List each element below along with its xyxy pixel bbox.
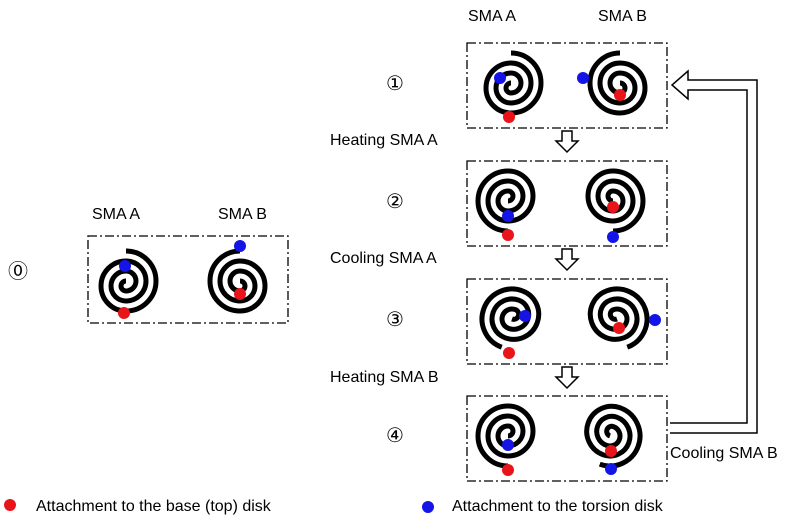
torsion-attachment-dot — [502, 210, 514, 222]
torsion-attachment-dot — [519, 310, 531, 322]
legend-torsion-label: Attachment to the torsion disk — [452, 498, 664, 515]
base-attachment-dot — [607, 201, 619, 213]
base-attachment-dot — [118, 307, 130, 319]
torsion-attachment-dot — [119, 260, 131, 272]
base-attachment-dot — [502, 229, 514, 241]
feedback-arrow-icon — [670, 69, 758, 434]
base-attachment-dot — [503, 111, 515, 123]
stage-4-frame — [466, 395, 668, 482]
spiral-spring-icon — [479, 286, 542, 350]
spiral-spring-icon — [584, 403, 643, 469]
hollow-arrow-icon — [554, 366, 580, 390]
torsion-attachment-dot — [605, 463, 617, 475]
torsion-attachment-dot — [502, 439, 514, 451]
spiral-spring-icon — [587, 50, 648, 116]
spiral-spring-icon — [585, 168, 646, 234]
stage-1-label: ① — [386, 71, 404, 95]
base-attachment-dot — [605, 445, 617, 457]
feedback-arrow-guide — [670, 76, 752, 428]
initial-sma-b-label: SMA B — [218, 206, 267, 223]
torsion-attachment-dot — [577, 72, 589, 84]
torsion-attachment-dot — [234, 240, 246, 252]
feedback-cooling-b-label: Cooling SMA B — [670, 445, 778, 462]
initial-sma-a-label: SMA A — [92, 206, 140, 223]
spiral-spring-icon — [475, 403, 536, 469]
spiral-spring-icon — [587, 286, 650, 350]
base-attachment-dot — [502, 464, 514, 476]
stage-2-frame — [466, 160, 668, 247]
transition-heating-b-label: Heating SMA B — [330, 369, 439, 386]
base-attachment-dot — [613, 322, 625, 334]
stage-1-frame — [466, 42, 668, 129]
base-attachment-dot — [234, 288, 246, 300]
legend-base-dot — [4, 499, 16, 511]
stage-3-frame — [466, 278, 668, 365]
attachment-dots — [118, 72, 661, 476]
torsion-attachment-dot — [649, 314, 661, 326]
transition-heating-a-label: Heating SMA A — [330, 132, 438, 149]
base-attachment-dot — [614, 89, 626, 101]
spiral-spring-icon — [207, 248, 268, 314]
top-sma-b-label: SMA B — [598, 8, 647, 25]
torsion-attachment-dot — [607, 231, 619, 243]
legend-torsion-dot — [422, 501, 434, 513]
hollow-arrow-icon — [554, 248, 580, 272]
transition-cooling-a-label: Cooling SMA A — [330, 250, 437, 267]
stage-2-label: ② — [386, 189, 404, 213]
spiral-spring-icon — [483, 50, 544, 116]
coil-group — [98, 50, 650, 469]
legend-base-label: Attachment to the base (top) disk — [36, 498, 272, 515]
stage-4-label: ④ — [386, 423, 404, 447]
torsion-attachment-dot — [494, 72, 506, 84]
stage-0-frame — [87, 235, 289, 324]
stage-3-label: ③ — [386, 307, 404, 331]
stage-0-label: ⓪ — [8, 259, 28, 283]
spiral-spring-icon — [98, 248, 159, 314]
base-attachment-dot — [503, 347, 515, 359]
hollow-arrow-icon — [554, 130, 580, 154]
spiral-spring-icon — [475, 168, 536, 234]
top-sma-a-label: SMA A — [468, 8, 516, 25]
